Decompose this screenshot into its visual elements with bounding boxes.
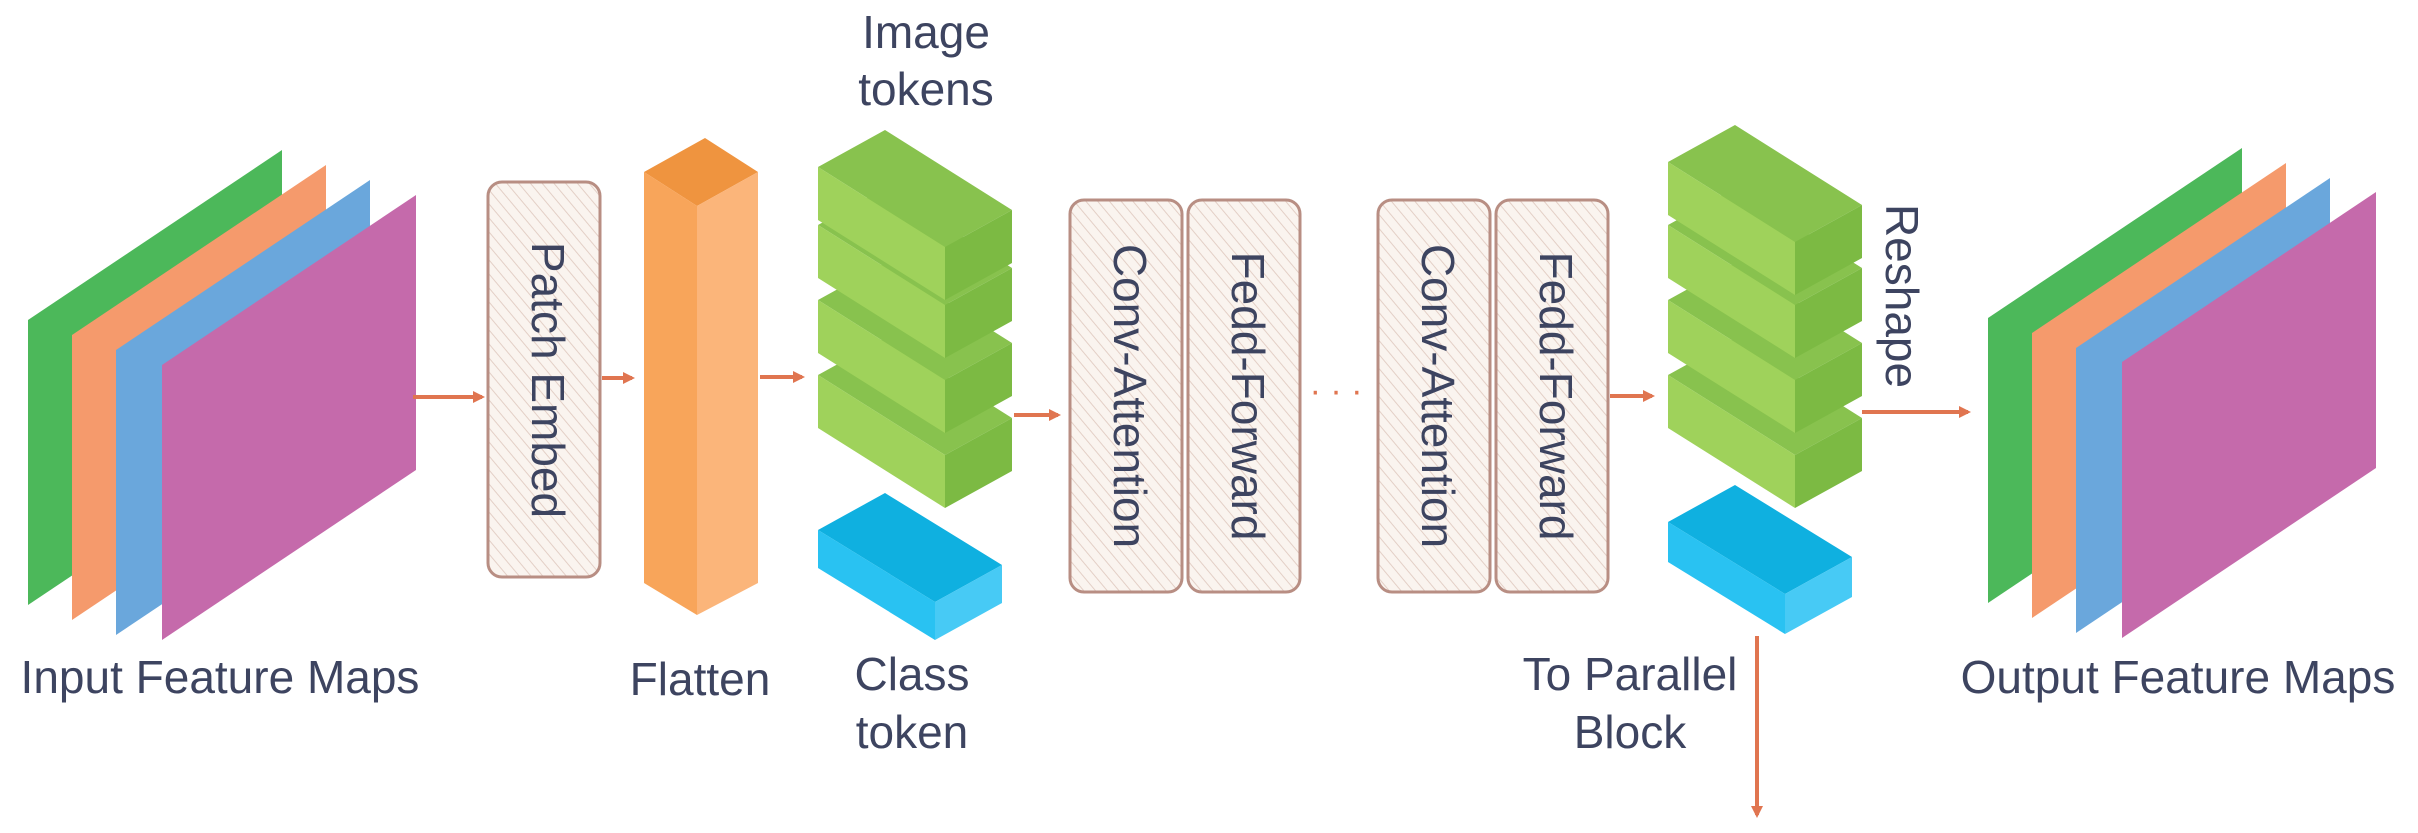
- input-feature-maps: [28, 150, 416, 640]
- patch-embed-block: Patch Embed: [486, 180, 602, 579]
- output-feature-maps: [1988, 148, 2376, 638]
- class-token-right: [1668, 485, 1852, 634]
- image-token-stack-left: [818, 130, 1012, 508]
- feed-forward-1-label: Fedd-Forward: [1222, 252, 1274, 541]
- feed-forward-block-2: Fedd-Forward: [1494, 198, 1610, 594]
- to-parallel-label-line2: Block: [1574, 706, 1687, 758]
- image-token-stack-right: [1668, 125, 1862, 508]
- flatten-label: Flatten: [630, 653, 771, 705]
- to-parallel-label-line1: To Parallel: [1523, 648, 1738, 700]
- output-maps-label: Output Feature Maps: [1961, 651, 2396, 703]
- image-token: [1668, 125, 1862, 295]
- image-tokens-label-line2: tokens: [858, 63, 994, 115]
- image-token: [818, 130, 1012, 300]
- conv-attention-1-label: Conv-Attention: [1104, 244, 1156, 548]
- class-token-label-line1: Class: [854, 648, 969, 700]
- conv-attention-2-label: Conv-Attention: [1412, 244, 1464, 548]
- patch-embed-label: Patch Embed: [522, 242, 574, 518]
- input-maps-label: Input Feature Maps: [21, 651, 420, 703]
- input-map-magenta: [162, 195, 416, 640]
- conv-attention-block-1: Conv-Attention: [1068, 198, 1184, 594]
- flatten-prism: [644, 138, 758, 615]
- class-token-label-line2: token: [856, 706, 969, 758]
- feed-forward-block-1: Fedd-Forward: [1186, 198, 1302, 594]
- reshape-label: Reshape: [1876, 204, 1928, 388]
- output-map-magenta: [2122, 192, 2376, 638]
- class-token-left: [818, 493, 1002, 640]
- ellipsis: · · ·: [1310, 372, 1363, 410]
- image-tokens-label-line1: Image: [862, 6, 990, 58]
- feed-forward-2-label: Fedd-Forward: [1530, 252, 1582, 541]
- conv-attention-block-2: Conv-Attention: [1376, 198, 1492, 594]
